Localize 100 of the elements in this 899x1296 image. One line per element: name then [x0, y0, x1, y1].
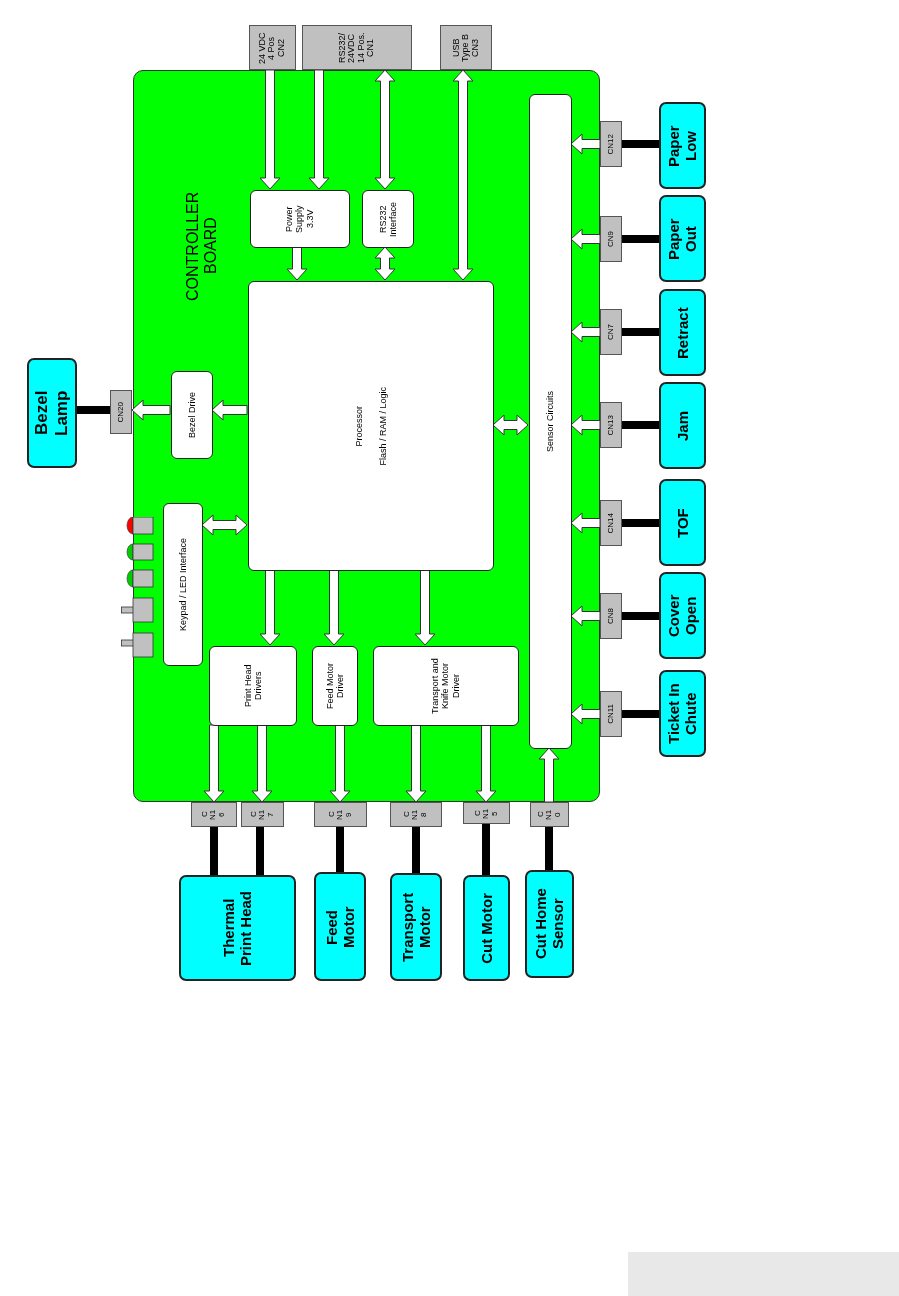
- block-arrow: [251, 724, 273, 803]
- block-label: Processor: [353, 405, 364, 447]
- device-box: [659, 102, 706, 189]
- device-label: Cover Open: [665, 593, 700, 639]
- cable-line: [256, 827, 264, 875]
- board-title: CONTROLLER BOARD: [184, 191, 220, 301]
- block-arrow: [570, 414, 601, 436]
- connector-block: [600, 500, 622, 546]
- function-block: [362, 190, 414, 248]
- device-box: [390, 873, 442, 981]
- connector-block: [600, 216, 622, 262]
- connector-label: CN20: [116, 401, 126, 423]
- connector-block: [241, 802, 284, 827]
- connector-block: [600, 593, 622, 639]
- block-label: Power Supply 3.3V: [284, 204, 316, 235]
- block-arrow: [570, 605, 601, 627]
- block-arrow: [323, 569, 345, 646]
- block-arrow: [131, 399, 171, 421]
- block-arrow: [570, 321, 601, 343]
- device-label: Thermal Print Head: [220, 889, 255, 968]
- device-box: [659, 382, 706, 469]
- circuit-board: [133, 70, 600, 802]
- connector-label: C N1 9: [327, 808, 354, 821]
- connector-label: CN14: [606, 512, 616, 534]
- function-block: [312, 646, 358, 726]
- cable-line: [210, 827, 218, 875]
- connector-block: [600, 121, 622, 167]
- connector-label: C N1 7: [249, 808, 276, 821]
- connector-label: CN8: [606, 608, 616, 624]
- device-box: [659, 670, 706, 757]
- device-label: Cut Home Sensor: [532, 887, 567, 962]
- connector-block: [110, 390, 132, 434]
- device-label: Jam: [673, 409, 692, 443]
- function-block: [163, 503, 203, 666]
- block-arrow: [201, 514, 248, 536]
- device-box: [659, 195, 706, 282]
- block-arrow: [570, 228, 601, 250]
- connector-block: [600, 402, 622, 448]
- block-label: Flash / RAM / Logic: [378, 386, 389, 466]
- connector-block: [191, 802, 237, 827]
- device-label: Bezel Lamp: [32, 389, 72, 438]
- cable-line: [545, 827, 553, 870]
- block-label: Bezel Drive: [186, 392, 198, 438]
- block-arrow: [570, 133, 601, 155]
- connector-label: CN7: [606, 324, 616, 340]
- block-label: Print Head Drivers: [242, 663, 264, 710]
- connector-block: [249, 25, 296, 70]
- connector-label: C N1 6: [201, 808, 227, 821]
- function-block: [248, 281, 494, 571]
- block-arrow: [405, 724, 427, 803]
- connector-label: C N1 8: [403, 808, 429, 821]
- connector-label: C N1 0: [536, 808, 563, 821]
- device-box: [659, 479, 706, 566]
- device-label: Paper Out: [665, 216, 700, 262]
- function-block: [250, 190, 350, 248]
- device-label: Feed Motor: [322, 904, 358, 950]
- block-arrow: [538, 747, 560, 803]
- function-block: [171, 371, 213, 459]
- device-label: Paper Low: [665, 123, 700, 169]
- function-block: [209, 646, 297, 726]
- device-box: [659, 289, 706, 376]
- connector-label: CN11: [606, 704, 616, 724]
- connector-block: [440, 25, 492, 70]
- connector-block: [530, 802, 569, 827]
- block-label: RS232 Interface: [377, 200, 399, 239]
- block-label: Transport and Knife Motor Driver: [430, 657, 462, 716]
- device-label: Retract: [673, 305, 692, 361]
- connector-label: CN9: [606, 231, 616, 247]
- connector-block: [314, 802, 367, 827]
- connector-label: USB Type B CN3: [451, 32, 481, 64]
- block-arrow: [259, 569, 281, 646]
- cable-line: [412, 827, 420, 873]
- connector-block: [390, 802, 442, 827]
- device-label: TOF: [673, 506, 692, 540]
- block-arrow: [286, 246, 308, 281]
- block-arrow: [492, 414, 529, 436]
- cable-line: [77, 406, 110, 414]
- connector-block: [600, 309, 622, 355]
- device-label: Transport Motor: [398, 891, 434, 964]
- block-arrow: [308, 69, 330, 190]
- cable-line: [336, 827, 344, 872]
- cable-line: [482, 824, 490, 875]
- device-box: [463, 875, 510, 981]
- device-box: [27, 358, 77, 468]
- device-box: [525, 870, 574, 978]
- device-label: Cut Motor: [477, 892, 496, 964]
- block-arrow: [374, 69, 396, 190]
- block-arrow: [570, 703, 601, 725]
- block-arrow: [414, 569, 436, 646]
- connector-label: CN13: [606, 414, 616, 436]
- connector-label: C N1 5: [473, 806, 500, 820]
- block-arrow: [374, 246, 396, 281]
- connector-label: 24 VDC 4 Pos CN2: [258, 30, 287, 66]
- block-label: Feed Motor Driver: [324, 662, 346, 711]
- function-block: [373, 646, 519, 726]
- connector-block: [463, 802, 510, 824]
- connector-block: [600, 691, 622, 737]
- device-box: [314, 872, 366, 981]
- device-box: [659, 572, 706, 659]
- block-arrow: [475, 724, 497, 803]
